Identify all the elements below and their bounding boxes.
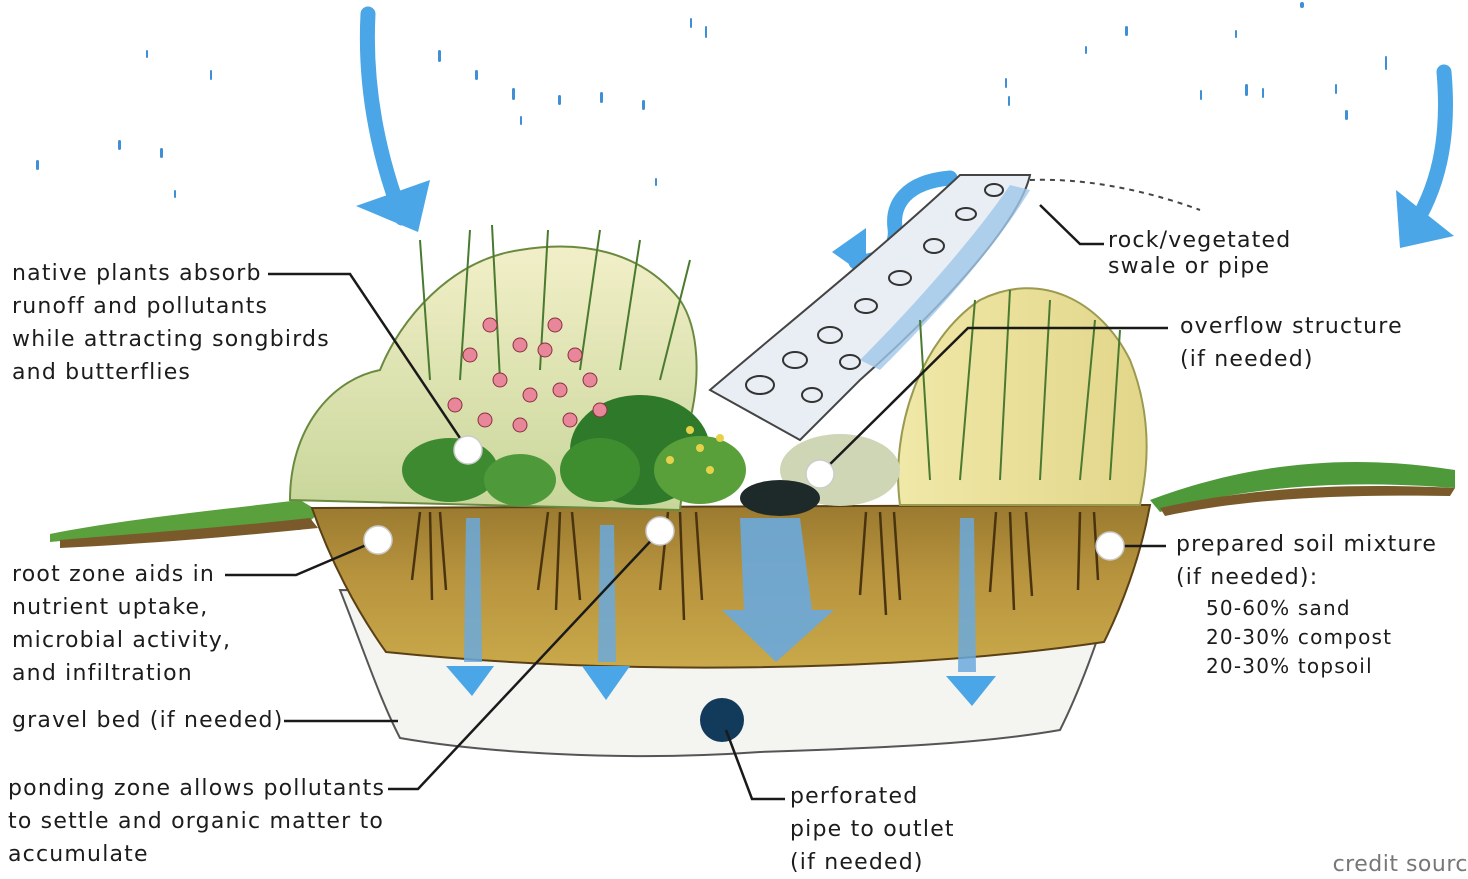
native-plants bbox=[290, 225, 1147, 516]
label-native-plants: native plants absorb runoff and pollutan… bbox=[12, 257, 330, 389]
label-perforated-pipe: perforated pipe to outlet (if needed) bbox=[790, 780, 955, 879]
perforated-pipe bbox=[700, 698, 744, 742]
soil-component-topsoil: 20-30% topsoil bbox=[1176, 652, 1437, 681]
label-root-zone: root zone aids in nutrient uptake, micro… bbox=[12, 558, 231, 690]
label-gravel-bed: gravel bed (if needed) bbox=[12, 704, 284, 737]
rain-arrow-right bbox=[1396, 72, 1454, 248]
soil-basin bbox=[312, 505, 1150, 668]
soil-component-compost: 20-30% compost bbox=[1176, 623, 1437, 652]
label-overflow-structure: overflow structure (if needed) bbox=[1180, 310, 1403, 376]
rain-arrow-left bbox=[356, 14, 430, 232]
label-ponding-zone: ponding zone allows pollutants to settle… bbox=[8, 772, 385, 871]
label-rock-swale: rock/vegetated swale or pipe bbox=[1108, 228, 1291, 280]
credit-text: credit sourc bbox=[1333, 852, 1468, 877]
soil-component-sand: 50-60% sand bbox=[1176, 594, 1437, 623]
label-soil-mixture: prepared soil mixture (if needed): 50-60… bbox=[1176, 528, 1437, 681]
rain-drops bbox=[36, 2, 1387, 198]
